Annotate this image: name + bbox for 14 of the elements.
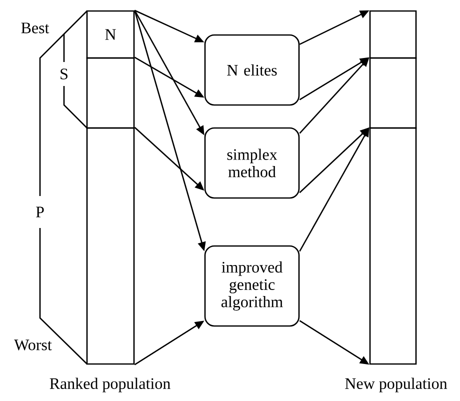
population-cell	[369, 10, 417, 59]
process-box: improved genetic algorithm	[204, 245, 300, 327]
process-box: N elites	[204, 34, 300, 106]
population-cell	[369, 127, 417, 365]
population-cell	[86, 57, 135, 129]
bracket-label: S	[60, 68, 68, 80]
rank-label: Worst	[14, 340, 52, 350]
bracket-label: P	[36, 206, 44, 218]
population-cell	[86, 127, 135, 365]
population-cell: N	[86, 10, 135, 59]
column-caption: Ranked population	[50, 378, 170, 392]
population-cell	[369, 57, 417, 129]
rank-label: Best	[21, 22, 50, 34]
process-box: simplex method	[204, 127, 300, 199]
